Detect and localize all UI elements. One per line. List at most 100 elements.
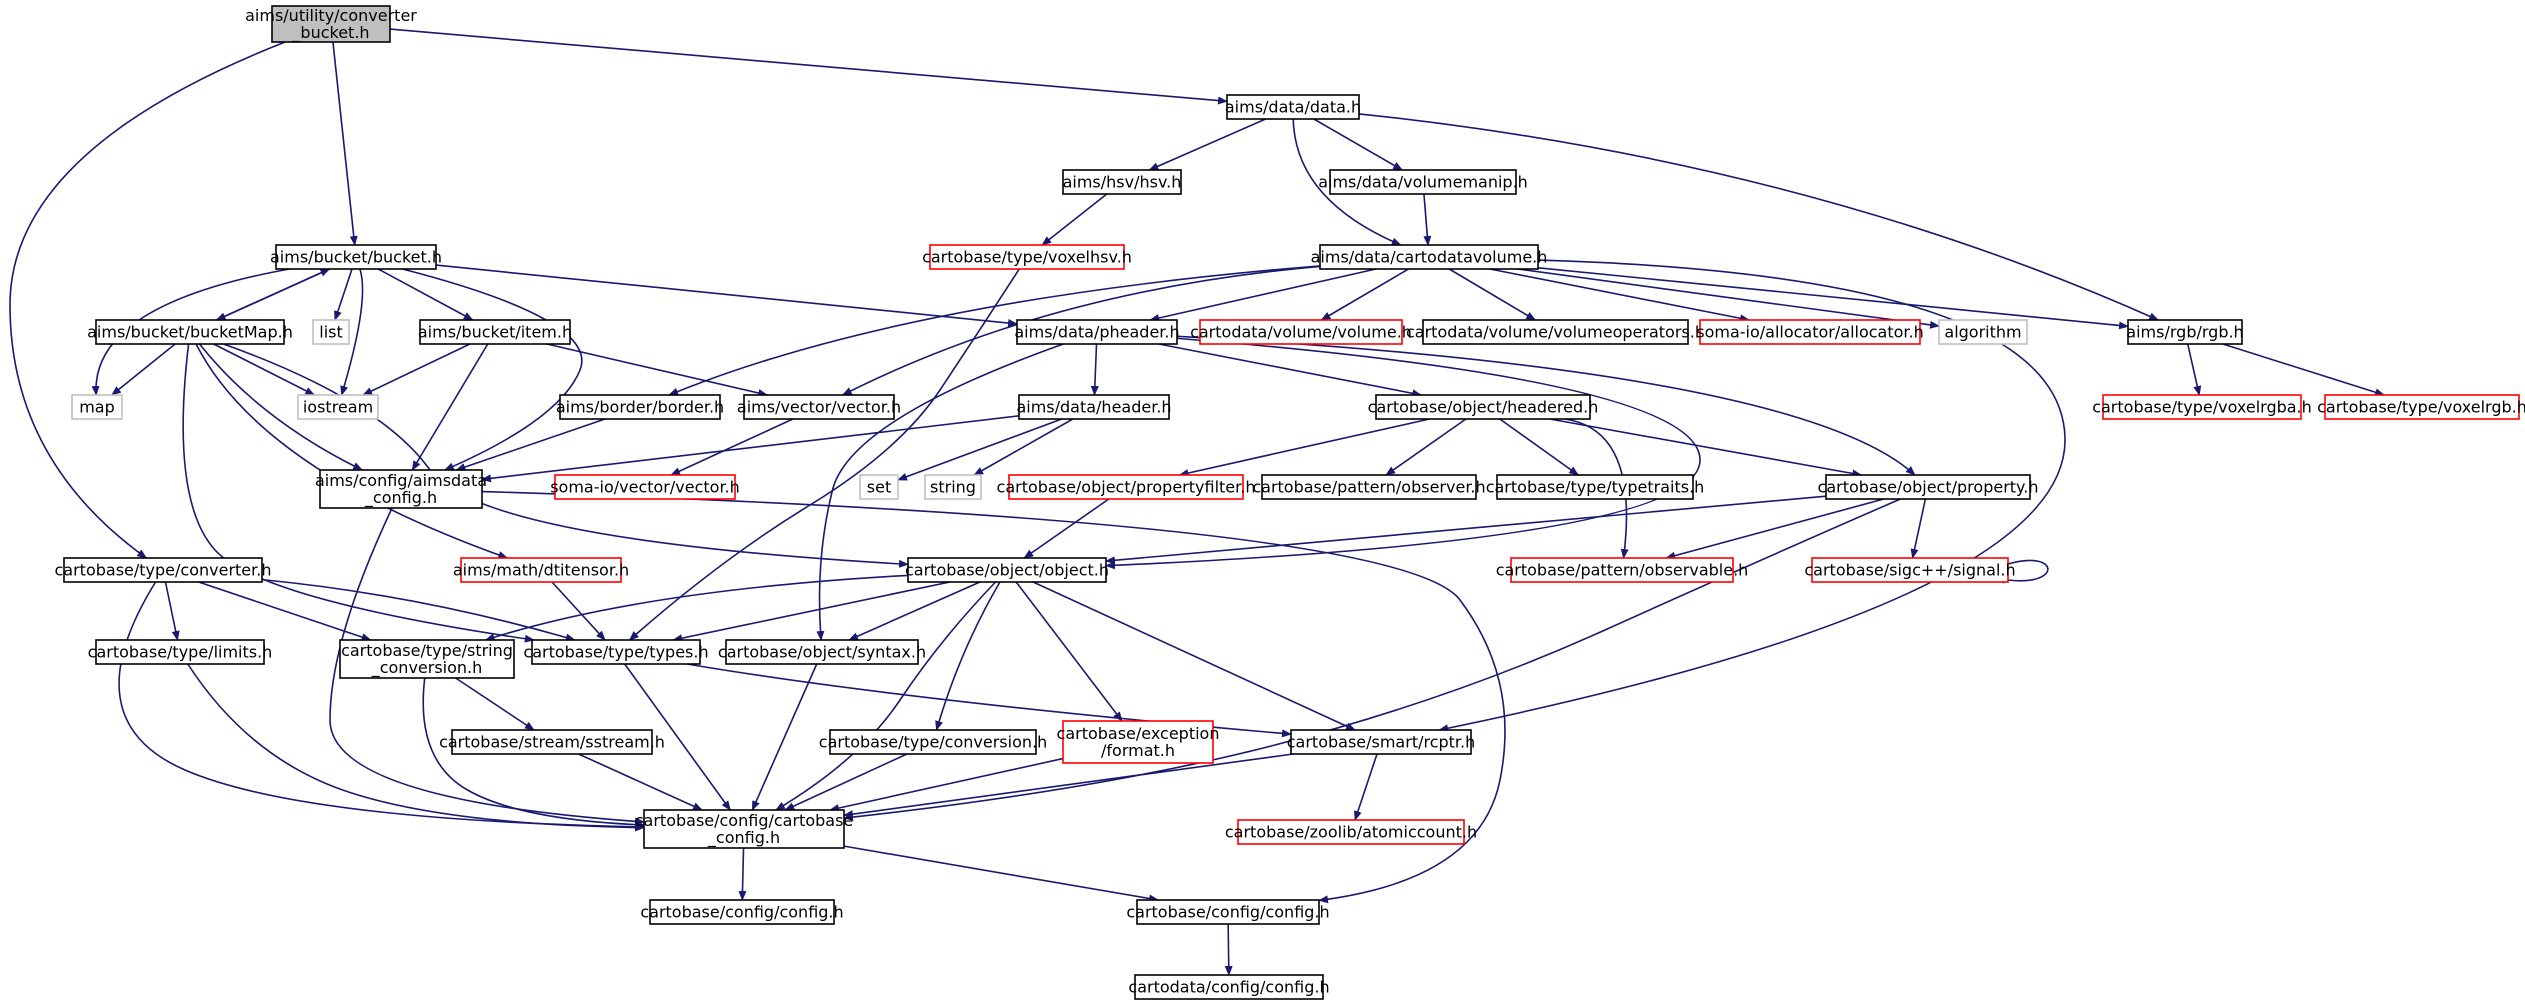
node-rgb-h[interactable]: aims/rgb/rgb.h: [2126, 319, 2244, 345]
node-converter-bucket[interactable]: aims/utility/converter_bucket.h: [245, 5, 417, 43]
edge-limits_h-to-cartobase_config_h: [187, 663, 645, 832]
edge-format_h-to-cartobase_config_h: [829, 757, 1064, 812]
node-typetraits-h[interactable]: cartobase/type/typetraits.h: [1486, 474, 1705, 500]
node-set: set: [859, 474, 899, 500]
edge-property_h-to-object_h: [1105, 495, 1827, 565]
edge-cartodatavolume_h-to-algorithm: [1517, 268, 1940, 329]
node-box: [2102, 394, 2302, 420]
edge-converter_bucket-to-data_h: [389, 28, 1228, 105]
node-label: aims/border/border.h: [556, 398, 724, 417]
node-label: _config.h: [364, 488, 437, 508]
edge-bucket_h-to-list: [334, 268, 353, 321]
node-signal-h[interactable]: cartobase/sigc++/signal.h: [1804, 557, 2016, 583]
edge-converter_bucket-to-bucket_h: [332, 41, 358, 246]
node-string-conversion-h[interactable]: cartobase/type/string_conversion.h: [339, 639, 515, 679]
node-label: aims/math/dtitensor.h: [453, 561, 629, 580]
edge-rgb_h-to-voxelrgb_h: [2222, 343, 2386, 397]
edge-dtitensor_h-to-types_h: [551, 581, 606, 641]
node-label: cartobase/object/object.h: [905, 561, 1109, 580]
node-headered-h[interactable]: cartobase/object/headered.h: [1368, 394, 1599, 420]
node-box: [559, 394, 721, 420]
node-volumeoperators-h[interactable]: cartodata/volume/volumeoperators.h: [1406, 319, 1705, 345]
edge-data_h-to-hsv_h: [1148, 118, 1266, 171]
node-box: [63, 557, 263, 583]
node-volumemanip-h[interactable]: aims/data/volumemanip.h: [1318, 169, 1528, 195]
node-string: string: [924, 474, 982, 500]
node-iostream: iostream: [297, 394, 379, 420]
node-propertyfilter-h[interactable]: cartobase/object/propertyfilter.h: [997, 474, 1256, 500]
node-avector-h[interactable]: aims/vector/vector.h: [737, 394, 901, 420]
node-conversion-h[interactable]: cartobase/type/conversion.h: [819, 729, 1047, 755]
node-bucket-h[interactable]: aims/bucket/bucket.h: [270, 244, 442, 270]
edge-item_h-to-iostream: [362, 343, 471, 396]
node-voxelrgb-h[interactable]: cartobase/type/voxelrgb.h: [2317, 394, 2525, 420]
node-item-h[interactable]: aims/bucket/item.h: [418, 319, 572, 345]
node-atomiccount-h[interactable]: cartobase/zoolib/atomiccount.h: [1225, 819, 1477, 845]
node-format-h[interactable]: cartobase/exception/format.h: [1057, 720, 1220, 764]
node-limits-h[interactable]: cartobase/type/limits.h: [88, 639, 273, 665]
node-aimsdata-config-h[interactable]: aims/config/aimsdata_config.h: [315, 469, 487, 509]
edge-converter_bucket-to-converter_h: [9, 41, 286, 559]
node-pheader-h[interactable]: aims/data/pheader.h: [1014, 319, 1180, 345]
node-box: [95, 319, 285, 345]
edge-property_h-to-observable_h: [1665, 498, 1884, 560]
node-voxelhsv-h[interactable]: cartobase/type/voxelhsv.h: [922, 244, 1132, 270]
node-cartodatavolume-h[interactable]: aims/data/cartodatavolume.h: [1311, 244, 1548, 270]
node-box: [649, 899, 835, 925]
node-label: map: [79, 398, 115, 417]
node-label: soma-io/vector/vector.h: [550, 478, 740, 497]
node-converter-h[interactable]: cartobase/type/converter.h: [55, 557, 272, 583]
edge-header_h-to-set: [897, 418, 1063, 481]
node-box: [1938, 319, 2028, 345]
node-config-h-b[interactable]: cartobase/config/config.h: [1126, 899, 1330, 925]
node-box: [829, 729, 1037, 755]
node-dtitensor-h[interactable]: aims/math/dtitensor.h: [453, 557, 629, 583]
node-label: cartobase/type/conversion.h: [819, 733, 1047, 752]
node-bucketmap-h[interactable]: aims/bucket/bucketMap.h: [87, 319, 293, 345]
node-label: _config.h: [707, 828, 780, 848]
node-cartodata-config-h[interactable]: cartodata/config/config.h: [1128, 974, 1330, 1000]
node-rcptr-h[interactable]: cartobase/smart/rcptr.h: [1287, 729, 1476, 755]
node-allocator-h[interactable]: soma-io/allocator/allocator.h: [1696, 319, 1924, 345]
node-observable-h[interactable]: cartobase/pattern/observable.h: [1496, 557, 1749, 583]
node-cvolume-h[interactable]: cartodata/volume/volume.h: [1190, 319, 1412, 345]
edge-bucket_h-to-pheader_h: [435, 264, 1018, 327]
node-border-h[interactable]: aims/border/border.h: [556, 394, 724, 420]
node-label: cartobase/config/cartobase: [635, 811, 854, 830]
node-data-h[interactable]: aims/data/data.h: [1225, 94, 1361, 120]
node-label: cartobase/pattern/observable.h: [1496, 561, 1749, 580]
node-label: soma-io/allocator/allocator.h: [1696, 323, 1924, 342]
edge-sstream_h-to-cartobase_config_h: [578, 753, 703, 811]
edge-cartobase_config_h-to-config_h_b: [843, 845, 1160, 903]
node-box: [643, 809, 845, 849]
node-box: [907, 557, 1107, 583]
node-sstream-h[interactable]: cartobase/stream/sstream.h: [439, 729, 665, 755]
edge-signal_h-to-signal_h: [1995, 559, 2049, 584]
node-config-h-a[interactable]: cartobase/config/config.h: [640, 899, 844, 925]
edge-headered_h-to-property_h: [1549, 418, 1863, 478]
edge-pheader_h-to-property_h: [1176, 335, 1916, 476]
node-header-h[interactable]: aims/data/header.h: [1016, 394, 1172, 420]
node-box: [2324, 394, 2520, 420]
node-hsv-h[interactable]: aims/hsv/hsv.h: [1062, 169, 1182, 195]
node-svector-h[interactable]: soma-io/vector/vector.h: [550, 474, 740, 500]
node-box: [1422, 319, 1689, 345]
node-property-h[interactable]: cartobase/object/property.h: [1818, 474, 2039, 500]
node-observer-h[interactable]: cartobase/pattern/observer.h: [1252, 474, 1486, 500]
node-cartobase-config-h[interactable]: cartobase/config/cartobase_config.h: [635, 809, 854, 849]
node-box: [1136, 899, 1320, 925]
node-box: [1016, 319, 1178, 345]
node-label: cartodata/volume/volume.h: [1190, 323, 1412, 342]
node-box: [297, 394, 379, 420]
node-map: map: [71, 394, 123, 420]
edge-object_h-to-format_h: [1015, 581, 1123, 722]
node-object-h[interactable]: cartobase/object/object.h: [905, 557, 1109, 583]
dependency-edges: [9, 28, 2386, 976]
node-box: [1226, 94, 1360, 120]
node-syntax-h[interactable]: cartobase/object/syntax.h: [718, 639, 926, 665]
node-voxelrgba-h[interactable]: cartobase/type/voxelrgba.h: [2092, 394, 2312, 420]
node-types-h[interactable]: cartobase/type/types.h: [523, 639, 709, 665]
edge-object_h-to-types_h: [672, 581, 950, 643]
node-box: [71, 394, 123, 420]
